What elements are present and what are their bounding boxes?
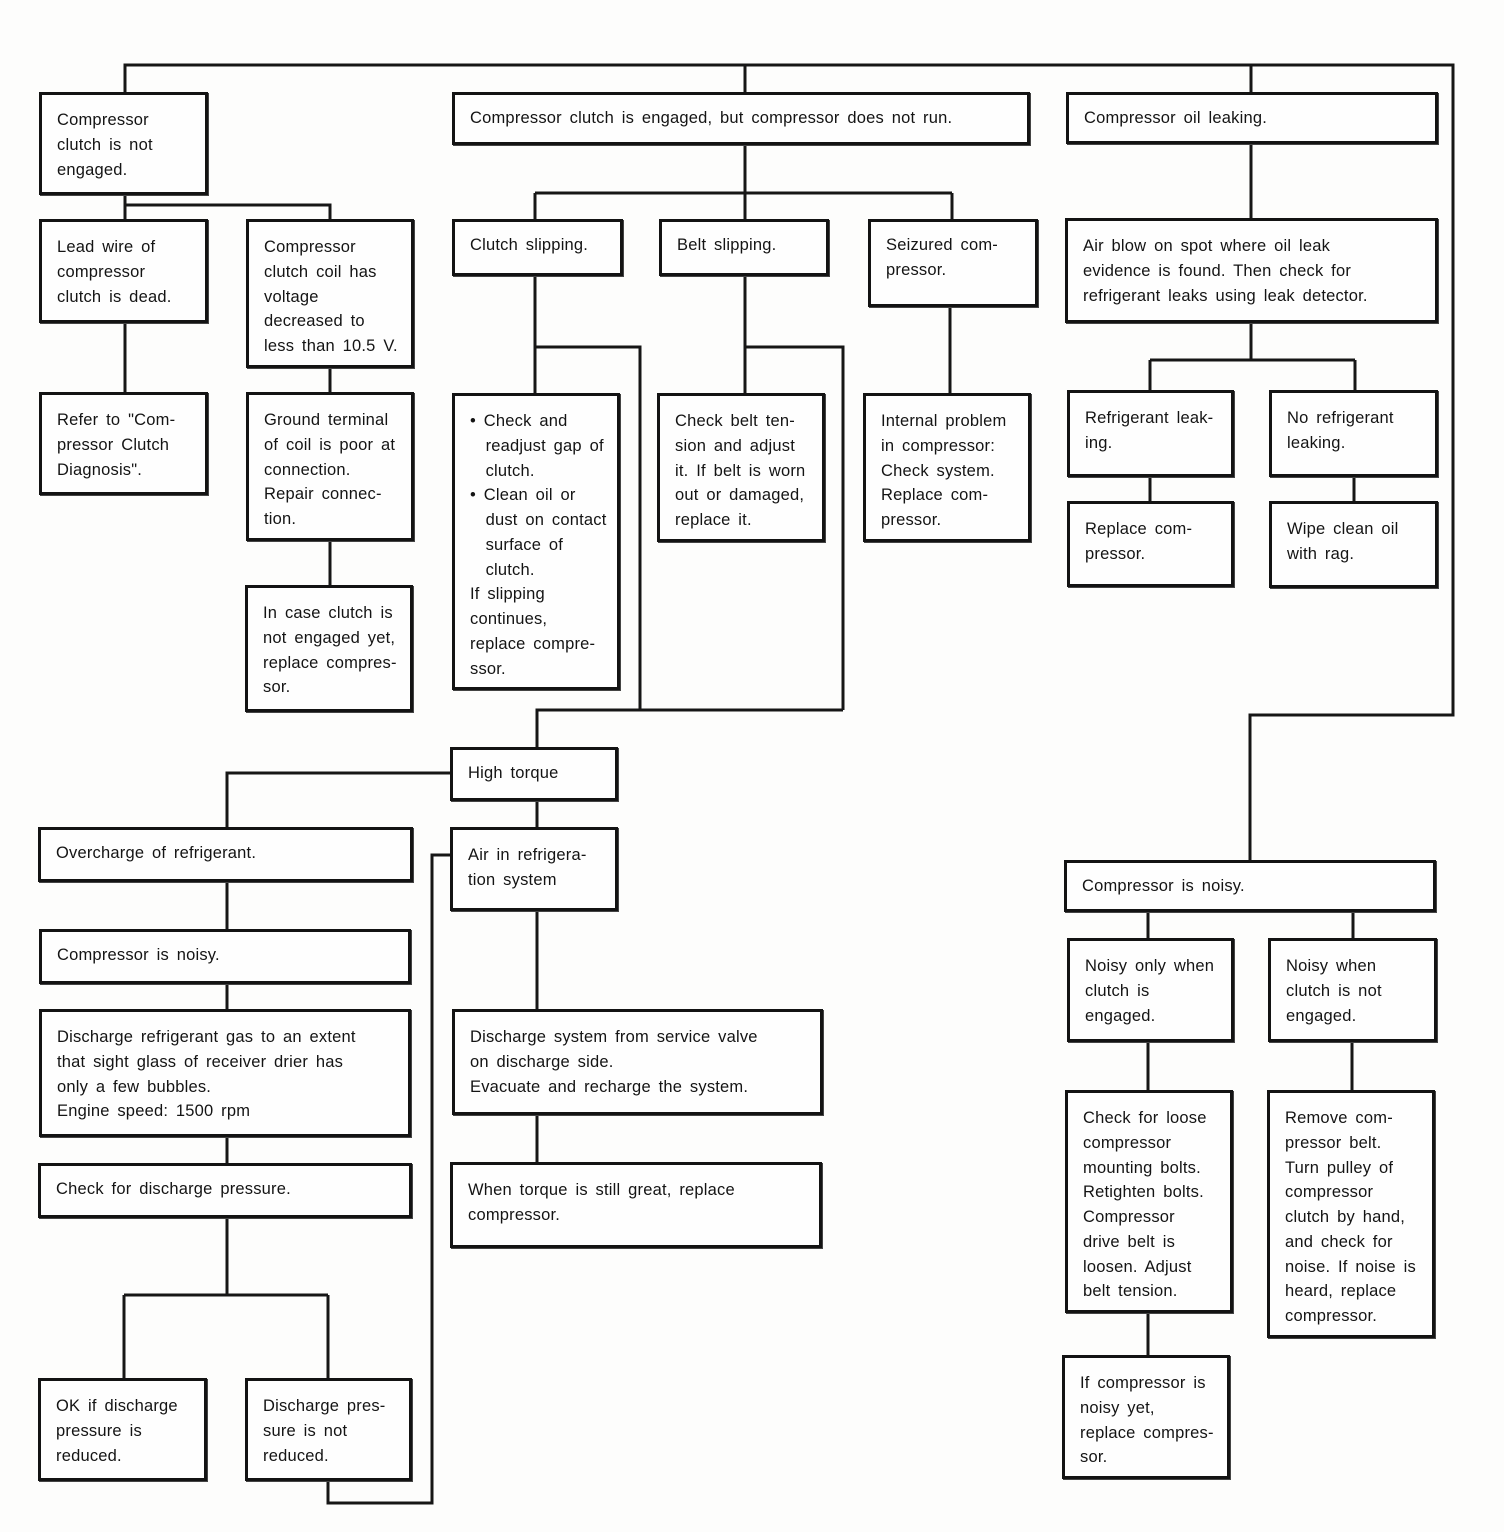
edge-feeder-hightorque	[535, 708, 843, 747]
node-coil-voltage-low: Compressor clutch coil has voltage decre…	[246, 219, 414, 368]
node-noisy-clutch-not-engaged: Noisy when clutch is not engaged.	[1268, 938, 1437, 1042]
node-wipe-clean-oil: Wipe clean oil with rag.	[1269, 501, 1438, 588]
node-clutch-slipping: Clutch slipping.	[452, 219, 623, 276]
node-high-torque: High torque	[450, 747, 618, 801]
node-belt-slipping: Belt slipping.	[659, 219, 829, 276]
node-air-in-system: Air in refrigera- tion system	[450, 827, 618, 911]
edge-top-rail	[123, 63, 1455, 860]
node-replace-if-not-engaged: In case clutch is not engaged yet, repla…	[245, 585, 413, 712]
node-seizured-compressor: Seizured com- pressor.	[868, 219, 1038, 307]
node-engaged-not-run: Compressor clutch is engaged, but compre…	[452, 92, 1030, 145]
edge-hightorque-overcharge	[225, 771, 450, 827]
node-overcharge-refrigerant: Overcharge of refrigerant.	[38, 827, 413, 882]
node-internal-problem: Internal problem in compressor: Check sy…	[863, 393, 1031, 542]
edge-clutchslip-bypass	[535, 345, 642, 710]
node-check-loose-bolts: Check for loose compressor mounting bolt…	[1065, 1090, 1233, 1313]
node-refer-diagnosis: Refer to "Com- pressor Clutch Diagnosis"…	[39, 392, 208, 495]
node-replace-compressor: Replace com- pressor.	[1067, 501, 1234, 587]
node-replace-if-noisy-yet: If compressor is noisy yet, replace comp…	[1062, 1355, 1230, 1479]
node-no-refrigerant-leaking: No refrigerant leaking.	[1269, 390, 1438, 477]
node-remove-belt-turn-pulley: Remove com- pressor belt. Turn pulley of…	[1267, 1090, 1435, 1338]
node-oil-leaking: Compressor oil leaking.	[1066, 92, 1438, 144]
node-torque-still-great: When torque is still great, replace comp…	[450, 1162, 822, 1248]
node-compressor-noisy-right: Compressor is noisy.	[1064, 860, 1436, 912]
node-check-belt-tension: Check belt ten- sion and adjust it. If b…	[657, 393, 825, 542]
node-noisy-clutch-engaged: Noisy only when clutch is engaged.	[1067, 938, 1234, 1042]
node-ok-pressure-reduced: OK if discharge pressure is reduced.	[38, 1378, 207, 1481]
node-lead-wire-dead: Lead wire of compressor clutch is dead.	[39, 219, 208, 323]
node-ground-terminal: Ground terminal of coil is poor at conne…	[246, 392, 414, 541]
node-pressure-not-reduced: Discharge pres- sure is not reduced.	[245, 1378, 412, 1481]
node-compressor-noisy-left: Compressor is noisy.	[39, 929, 411, 984]
node-refrigerant-leaking: Refrigerant leak- ing.	[1067, 390, 1234, 477]
edge-notengaged-coil	[125, 203, 332, 219]
node-discharge-refrigerant-gas: Discharge refrigerant gas to an extent t…	[39, 1009, 411, 1137]
node-clutch-not-engaged: Compressor clutch is not engaged.	[39, 92, 208, 195]
node-discharge-service-valve: Discharge system from service valve on d…	[452, 1009, 823, 1115]
node-check-discharge-pressure: Check for discharge pressure.	[38, 1163, 412, 1218]
node-air-blow-spot: Air blow on spot where oil leak evidence…	[1065, 218, 1438, 323]
edge-beltslip-bypass	[745, 345, 845, 710]
edge-notreduced-airin-loop	[326, 853, 450, 1505]
node-check-readjust-gap: • Check and readjust gap of clutch. • Cl…	[452, 393, 620, 691]
